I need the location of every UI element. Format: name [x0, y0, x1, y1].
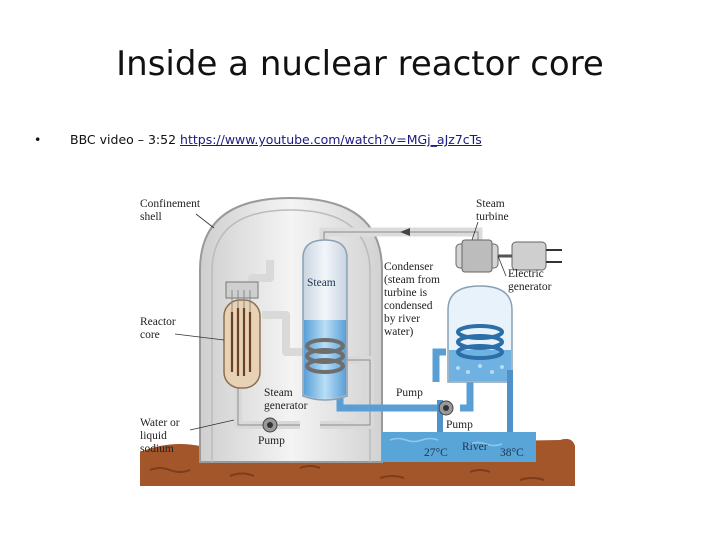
label-steam: Steam: [307, 277, 336, 289]
svg-text:condensed: condensed: [384, 300, 433, 312]
pump-right: [438, 400, 454, 416]
leader-lines: [174, 213, 507, 431]
shell-inner: [211, 209, 371, 462]
label-core: core: [140, 329, 160, 341]
label-steam-turbine-1: Steam: [476, 198, 505, 210]
label-temp-in: 27°C: [424, 447, 448, 459]
label-river: River: [462, 441, 488, 453]
ground-texture: [149, 465, 545, 481]
svg-text:(steam from: (steam from: [384, 274, 440, 286]
label-shell: shell: [140, 211, 162, 223]
secondary-loop: [336, 348, 474, 412]
label-pump-upper: Pump: [396, 387, 423, 399]
slide-title: Inside a nuclear reactor core: [116, 44, 604, 84]
label-pump-bottom: Pump: [258, 435, 285, 447]
bullet-text: BBC video – 3:52: [70, 132, 181, 147]
river: [382, 432, 536, 462]
video-link[interactable]: https://www.youtube.com/watch?v=MGj_aJz7…: [180, 132, 482, 147]
svg-text:Condenser: Condenser: [384, 261, 433, 273]
label-temp-out: 38°C: [500, 447, 524, 459]
pump-bottom: [262, 417, 278, 433]
label-pump-lower: Pump: [446, 419, 473, 431]
condenser: [447, 285, 513, 383]
steam-generator: [302, 239, 348, 401]
svg-text:water): water): [384, 326, 414, 338]
label-confinement: Confinement: [140, 198, 201, 210]
label-steam-turbine-2: turbine: [476, 211, 509, 223]
label-water-1: Water or: [140, 417, 180, 429]
label-reactor: Reactor: [140, 316, 176, 328]
label-water-2: liquid: [140, 430, 167, 442]
label-water-3: sodium: [140, 443, 174, 455]
label-sg-2: generator: [264, 400, 308, 412]
river-waves: [389, 437, 503, 447]
reactor-core: [223, 281, 261, 389]
bullet-item: • BBC video – 3:52 https://www.youtube.co…: [34, 132, 482, 147]
label-condenser: Condenser (steam from turbine is condens…: [384, 261, 440, 338]
bullet-dot: •: [34, 132, 42, 147]
label-generator: generator: [508, 281, 552, 293]
primary-loop-outline: [237, 359, 371, 426]
steam-turbine: [455, 239, 499, 273]
label-electric: Electric: [508, 268, 544, 280]
svg-text:turbine is: turbine is: [384, 287, 428, 299]
electric-generator: [498, 241, 562, 271]
svg-text:by river: by river: [384, 313, 420, 325]
label-sg-1: Steam: [264, 387, 293, 399]
